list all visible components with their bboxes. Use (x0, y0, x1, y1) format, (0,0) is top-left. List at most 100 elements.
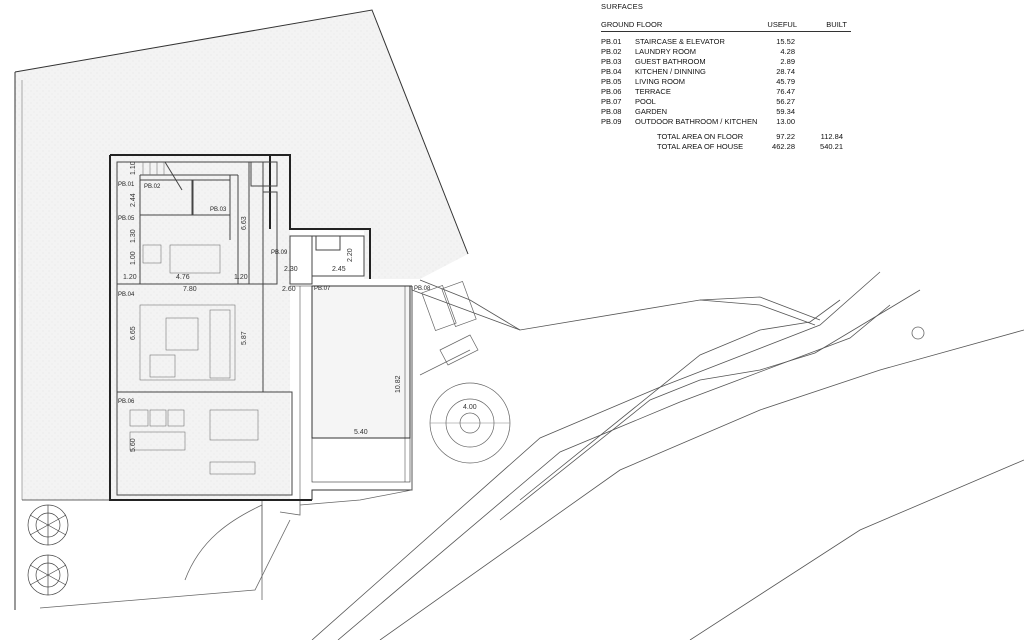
room-code: PB.06 (601, 87, 622, 96)
trees (27, 504, 69, 596)
surface-row: PB.08 GARDEN 59.34 (601, 107, 851, 117)
room-useful: 56.27 (776, 97, 795, 106)
room-code: PB.05 (601, 77, 622, 86)
room-name: LIVING ROOM (635, 77, 686, 86)
room-built (795, 87, 851, 97)
room-labels: PB.01 PB.02 PB.03 PB.05 PB.04 PB.06 PB.0… (118, 182, 431, 405)
label-pb09: PB.09 (271, 250, 288, 256)
dim-1-30: 1.30 (130, 229, 137, 243)
surfaces-header: GROUND FLOOR USEFUL BUILT (601, 20, 851, 32)
room-name: POOL (635, 97, 656, 106)
room-code: PB.04 (601, 67, 622, 76)
room-built (795, 47, 851, 57)
dim-10-82: 10.82 (395, 375, 402, 393)
header-built: BUILT (826, 20, 847, 29)
dim-7-80: 7.80 (183, 286, 197, 293)
dim-6-63: 6.63 (241, 216, 248, 230)
room-useful: 13.00 (776, 117, 795, 126)
room-name: KITCHEN / DINNING (635, 67, 706, 76)
dim-1-20-right: 1.20 (234, 274, 248, 281)
garden-feature (299, 280, 511, 506)
dimension-labels: 1.10 2.44 1.30 1.00 6.63 1.20 4.76 1.20 … (123, 161, 477, 452)
dim-4-00: 4.00 (463, 404, 477, 411)
room-useful: 15.52 (776, 37, 795, 46)
plot-land-hatch (15, 10, 468, 500)
room-useful: 59.34 (776, 107, 795, 116)
label-pb02: PB.02 (144, 184, 161, 190)
dim-1-00: 1.00 (130, 251, 137, 265)
header-useful: USEFUL (767, 20, 797, 29)
room-code: PB.02 (601, 47, 622, 56)
surface-row: PB.03 GUEST BATHROOM 2.89 (601, 57, 851, 67)
label-pb06: PB.06 (118, 399, 135, 405)
label-pb03: PB.03 (210, 207, 227, 213)
room-built (795, 57, 851, 67)
room-useful: 28.74 (776, 67, 795, 76)
room-built (795, 117, 851, 127)
room-useful: 45.79 (776, 77, 795, 86)
lower-terrain (39, 500, 301, 609)
room-code: PB.07 (601, 97, 622, 106)
survey-marker (911, 326, 925, 340)
label-pb05: PB.05 (118, 216, 135, 222)
room-name: STAIRCASE & ELEVATOR (635, 37, 725, 46)
surface-row: PB.05 LIVING ROOM 45.79 (601, 77, 851, 87)
dim-5-60: 5.60 (130, 438, 137, 452)
road-lines (311, 271, 1024, 640)
room-code: PB.03 (601, 57, 622, 66)
room-name: GUEST BATHROOM (635, 57, 706, 66)
room-name: LAUNDRY ROOM (635, 47, 696, 56)
dim-5-87: 5.87 (241, 331, 248, 345)
room-useful: 4.28 (780, 47, 795, 56)
total-built: 112.84 (820, 132, 843, 141)
dim-1-20-left: 1.20 (123, 274, 137, 281)
room-built (795, 37, 851, 47)
furniture (129, 162, 259, 475)
total-useful: 462.28 (772, 142, 795, 151)
room-built (795, 77, 851, 87)
total-label: TOTAL AREA ON FLOOR (657, 132, 744, 141)
dim-2-60: 2.60 (282, 286, 296, 293)
room-name: GARDEN (635, 107, 668, 116)
dim-6-65: 6.65 (130, 326, 137, 340)
room-built (795, 97, 851, 107)
dim-1-10: 1.10 (130, 161, 137, 175)
surface-row: PB.01 STAIRCASE & ELEVATOR 15.52 (601, 37, 851, 47)
total-built: 540.21 (820, 142, 843, 151)
surface-row: PB.06 TERRACE 76.47 (601, 87, 851, 97)
room-built (795, 67, 851, 77)
total-row: TOTAL AREA ON FLOOR 97.22 112.84 (601, 132, 851, 142)
room-code: PB.01 (601, 37, 622, 46)
room-name: OUTDOOR BATHROOM / KITCHEN (635, 117, 758, 126)
house-inner-walls (116, 161, 365, 496)
surface-row: PB.04 KITCHEN / DINNING 28.74 (601, 67, 851, 77)
room-code: PB.09 (601, 117, 622, 126)
dim-2-20: 2.20 (347, 248, 354, 262)
pool (290, 285, 413, 500)
dim-2-30: 2.30 (284, 266, 298, 273)
total-label: TOTAL AREA OF HOUSE (657, 142, 744, 151)
total-row: TOTAL AREA OF HOUSE 462.28 540.21 (601, 142, 851, 152)
surfaces-table: SURFACES GROUND FLOOR USEFUL BUILT PB.01… (601, 2, 851, 152)
label-pb04: PB.04 (118, 292, 135, 298)
dim-5-40: 5.40 (354, 429, 368, 436)
room-useful: 2.89 (780, 57, 795, 66)
room-code: PB.08 (601, 107, 622, 116)
plot-boundary (14, 9, 469, 255)
room-name: TERRACE (635, 87, 671, 96)
total-useful: 97.22 (776, 132, 795, 141)
header-floor: GROUND FLOOR (601, 20, 663, 29)
room-useful: 76.47 (776, 87, 795, 96)
dim-2-45: 2.45 (332, 266, 346, 273)
surface-row: PB.07 POOL 56.27 (601, 97, 851, 107)
dim-4-76: 4.76 (176, 274, 190, 281)
label-pb08: PB.08 (414, 286, 431, 292)
surface-row: PB.09 OUTDOOR BATHROOM / KITCHEN 13.00 (601, 117, 851, 127)
label-pb01: PB.01 (118, 182, 135, 188)
room-built (795, 107, 851, 117)
label-pb07: PB.07 (314, 286, 331, 292)
surfaces-title: SURFACES (601, 2, 644, 11)
